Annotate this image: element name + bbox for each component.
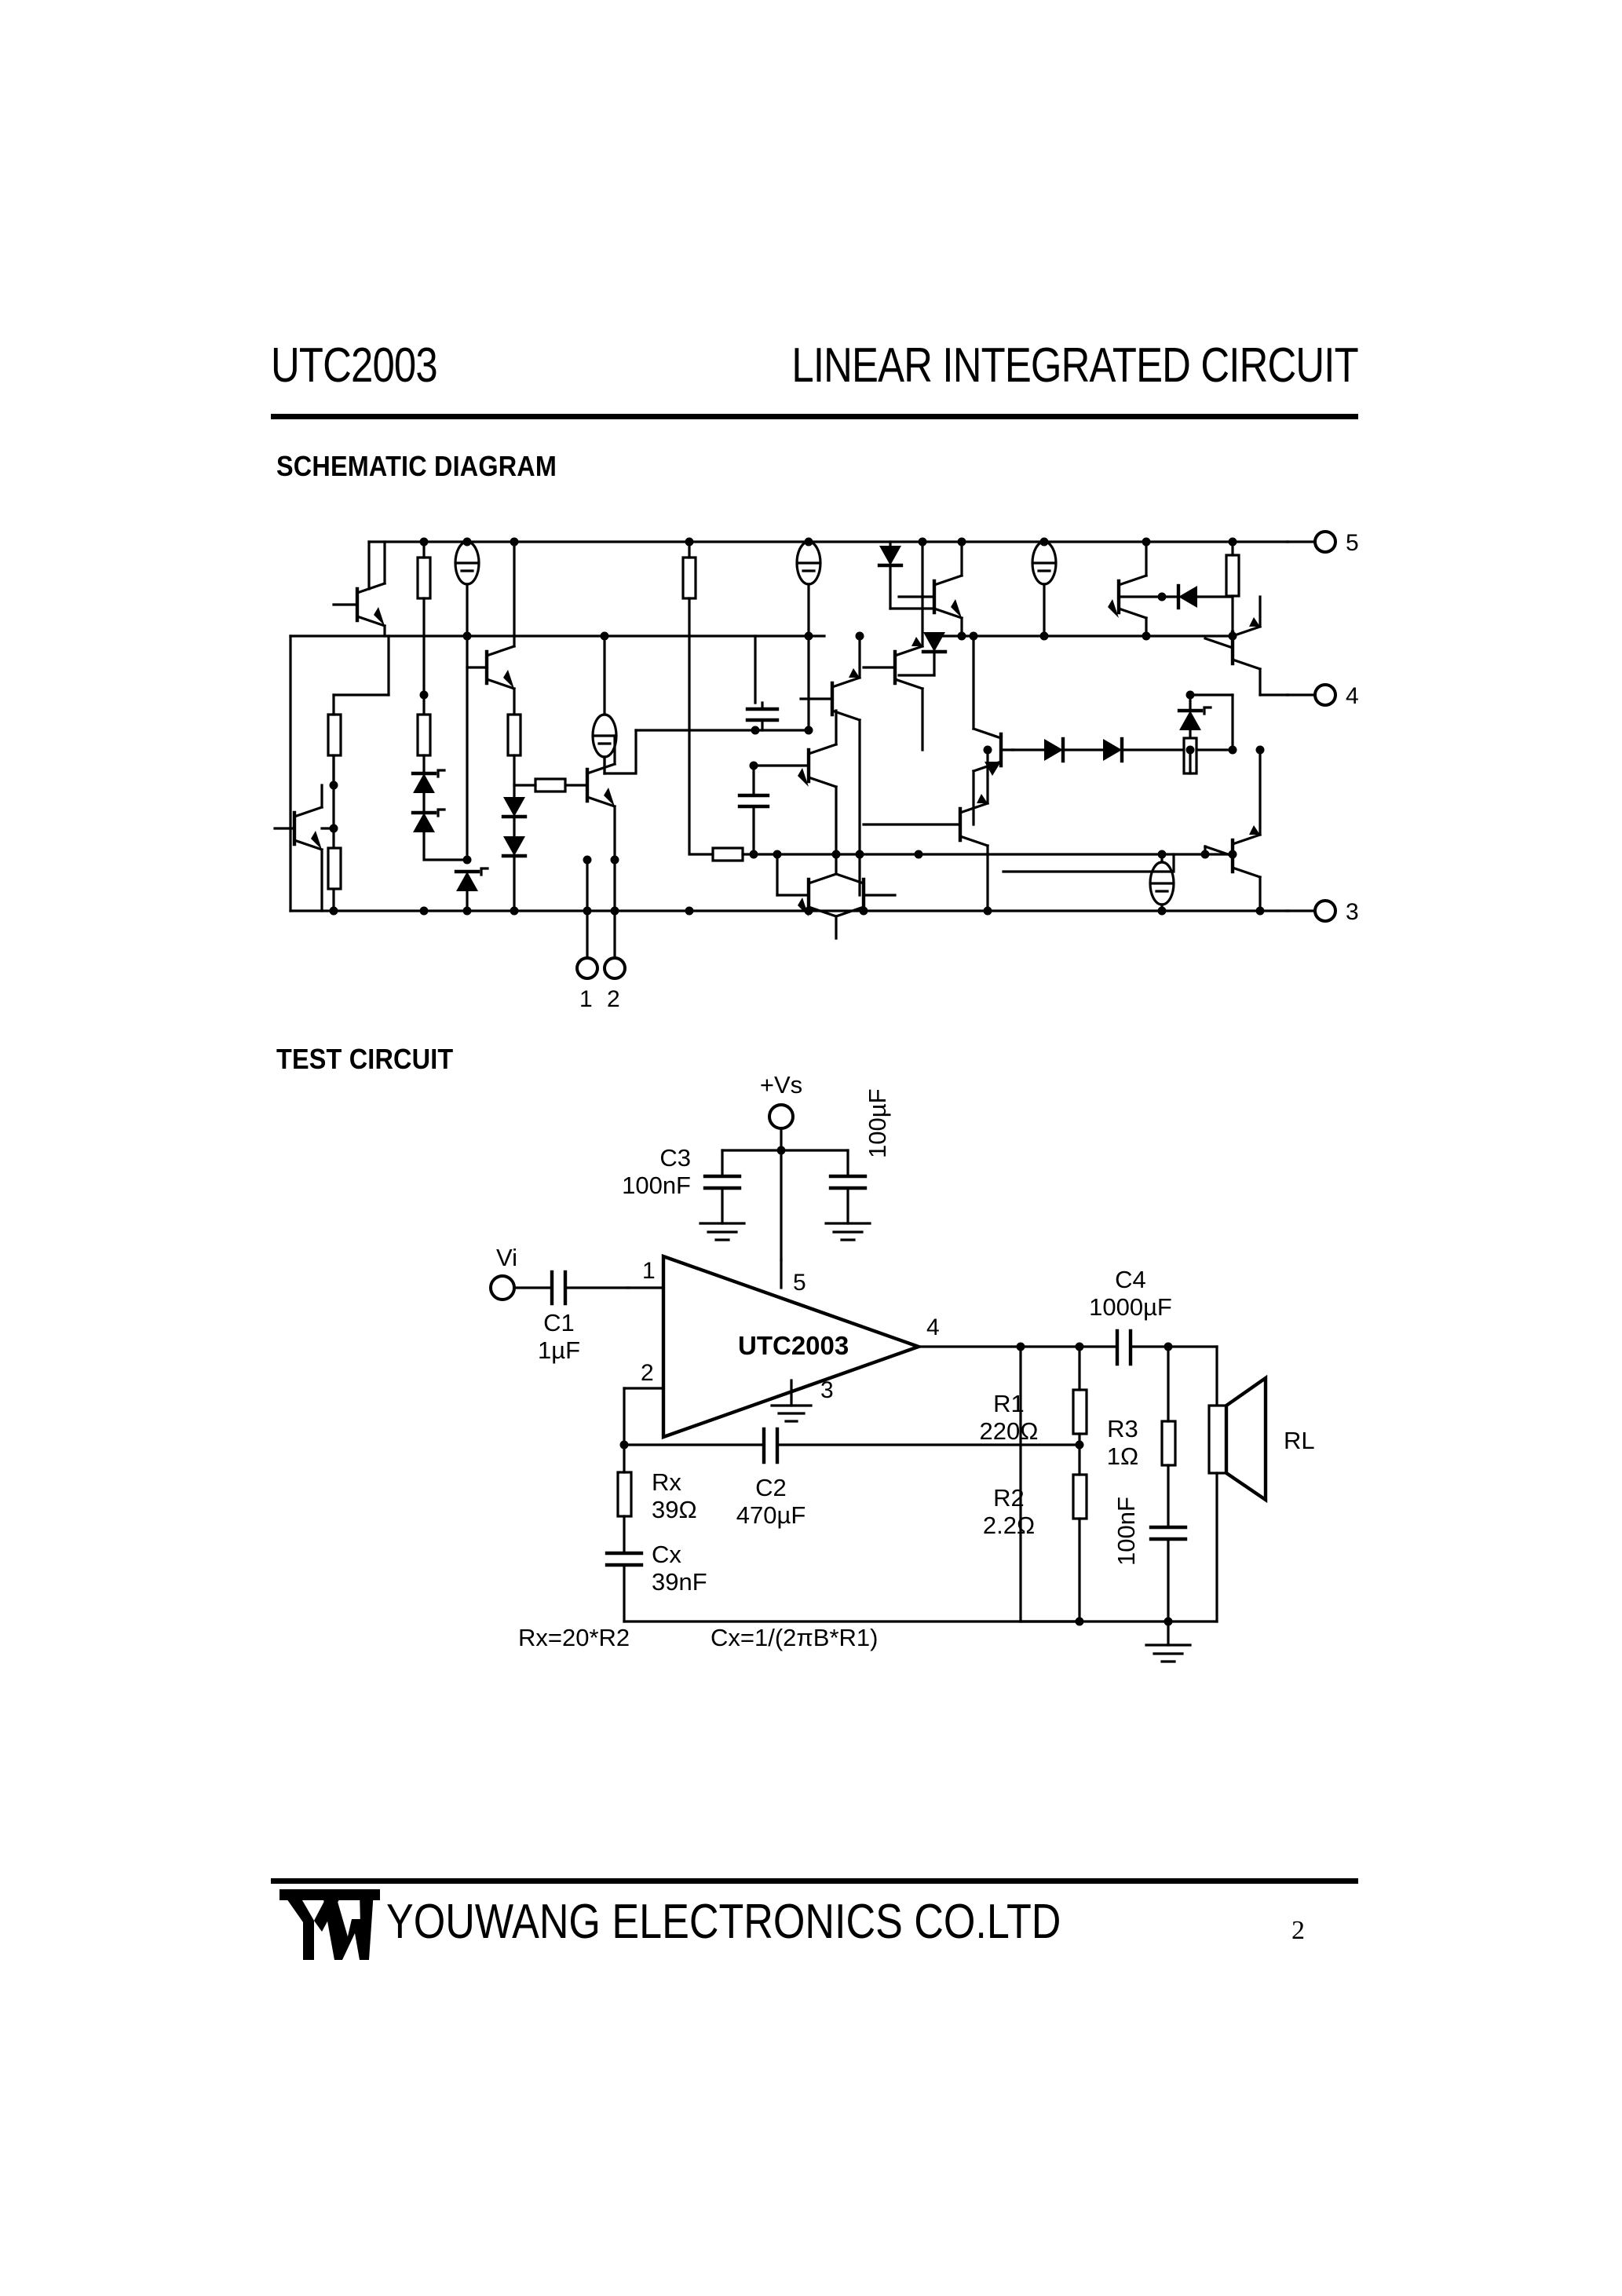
schematic-diagram-heading: SCHEMATIC DIAGRAM xyxy=(276,450,557,482)
part-number-title: UTC2003 xyxy=(271,338,438,393)
amplifier-symbol-group: UTC2003 5 1 2 3 4 xyxy=(623,1253,1022,1440)
r1-ref-label: R1 xyxy=(993,1390,1025,1417)
test-circuit-heading: TEST CIRCUIT xyxy=(276,1043,454,1075)
document-type-title: LINEAR INTEGRATED CIRCUIT xyxy=(791,338,1359,393)
formula-cx: Cx=1/(2πB*R1) xyxy=(711,1624,879,1651)
input-label: Vi xyxy=(496,1244,517,1271)
footer-divider xyxy=(271,1878,1358,1884)
feedback-network-group: C2 470µF Rx 39Ω Cx 39nF xyxy=(605,1387,1081,1623)
r3-resistor-symbol xyxy=(1160,1420,1177,1467)
supply-label: +Vs xyxy=(760,1071,802,1099)
c2-ref-label: C2 xyxy=(755,1474,787,1501)
schematic-pin-terminals: 5 4 3 1 2 xyxy=(579,530,1359,1012)
c4-value-label: 1000µF xyxy=(1089,1293,1172,1321)
r3-ref-label: R3 xyxy=(1107,1415,1138,1442)
c1-ref-label: C1 xyxy=(543,1309,575,1336)
schematic-junction-dots xyxy=(329,537,1265,916)
r2-value-label: 2.2Ω xyxy=(983,1512,1035,1539)
input-path-group: Vi C1 1µF xyxy=(489,1244,630,1364)
rx-resistor-symbol xyxy=(616,1471,633,1518)
schematic-diagram-figure: 5 4 3 1 2 xyxy=(259,514,1397,1012)
r2-ref-label: R2 xyxy=(993,1484,1025,1512)
pin-terminal-5 xyxy=(1313,530,1337,554)
test-circuit-figure: +Vs C3 100nF xyxy=(424,1060,1350,1680)
amp-pin-label-4: 4 xyxy=(926,1314,940,1340)
cx-ref-label: Cx xyxy=(652,1541,681,1568)
c3-value-label: 100nF xyxy=(622,1172,691,1199)
amp-pin-label-5: 5 xyxy=(793,1270,806,1296)
pin-label-3: 3 xyxy=(1346,899,1359,925)
schematic-wires xyxy=(273,540,1289,980)
c2-value-label: 470µF xyxy=(736,1501,806,1529)
amp-pin-label-1: 1 xyxy=(642,1258,656,1284)
input-terminal xyxy=(489,1274,516,1301)
c4-ref-label: C4 xyxy=(1115,1266,1146,1293)
amp-pin-label-3: 3 xyxy=(820,1377,834,1403)
device-label: UTC2003 xyxy=(738,1331,849,1360)
formula-rx: Rx=20*R2 xyxy=(518,1624,630,1651)
r2-resistor-symbol xyxy=(1072,1473,1088,1520)
pin-label-4: 4 xyxy=(1346,683,1359,709)
header-divider xyxy=(271,414,1358,419)
supply-terminal xyxy=(768,1103,795,1130)
speaker-body-symbol xyxy=(1207,1404,1228,1475)
company-name: YOUWANG ELECTRONICS CO.LTD xyxy=(386,1895,1061,1949)
rx-value-label: 39Ω xyxy=(652,1496,697,1523)
cbulk-value-label: 100µF xyxy=(864,1088,891,1158)
amp-pin-label-2: 2 xyxy=(641,1360,654,1386)
c3-ref-label: C3 xyxy=(659,1144,691,1172)
pin-label-2: 2 xyxy=(607,986,620,1012)
load-label: RL xyxy=(1284,1427,1315,1454)
page-header: UTC2003 LINEAR INTEGRATED CIRCUIT xyxy=(271,338,1359,413)
pin-label-1: 1 xyxy=(579,986,593,1012)
rx-ref-label: Rx xyxy=(652,1468,681,1496)
output-network-group: C4 1000µF R1 220Ω R2 2.2Ω xyxy=(980,1266,1315,1663)
supply-node-group: +Vs C3 100nF xyxy=(622,1071,891,1262)
page-number: 2 xyxy=(1291,1916,1305,1945)
cx-value-label: 39nF xyxy=(652,1568,707,1596)
r1-value-label: 220Ω xyxy=(980,1417,1039,1445)
pin-terminal-3 xyxy=(1313,899,1337,923)
czobel-value-label: 100nF xyxy=(1112,1497,1140,1566)
r3-value-label: 1Ω xyxy=(1107,1442,1138,1470)
pin-label-5: 5 xyxy=(1346,530,1359,556)
youwang-logo-icon xyxy=(276,1885,380,1966)
pin-terminal-4 xyxy=(1313,683,1337,707)
c1-value-label: 1µF xyxy=(538,1336,580,1364)
r1-resistor-symbol xyxy=(1072,1388,1088,1435)
